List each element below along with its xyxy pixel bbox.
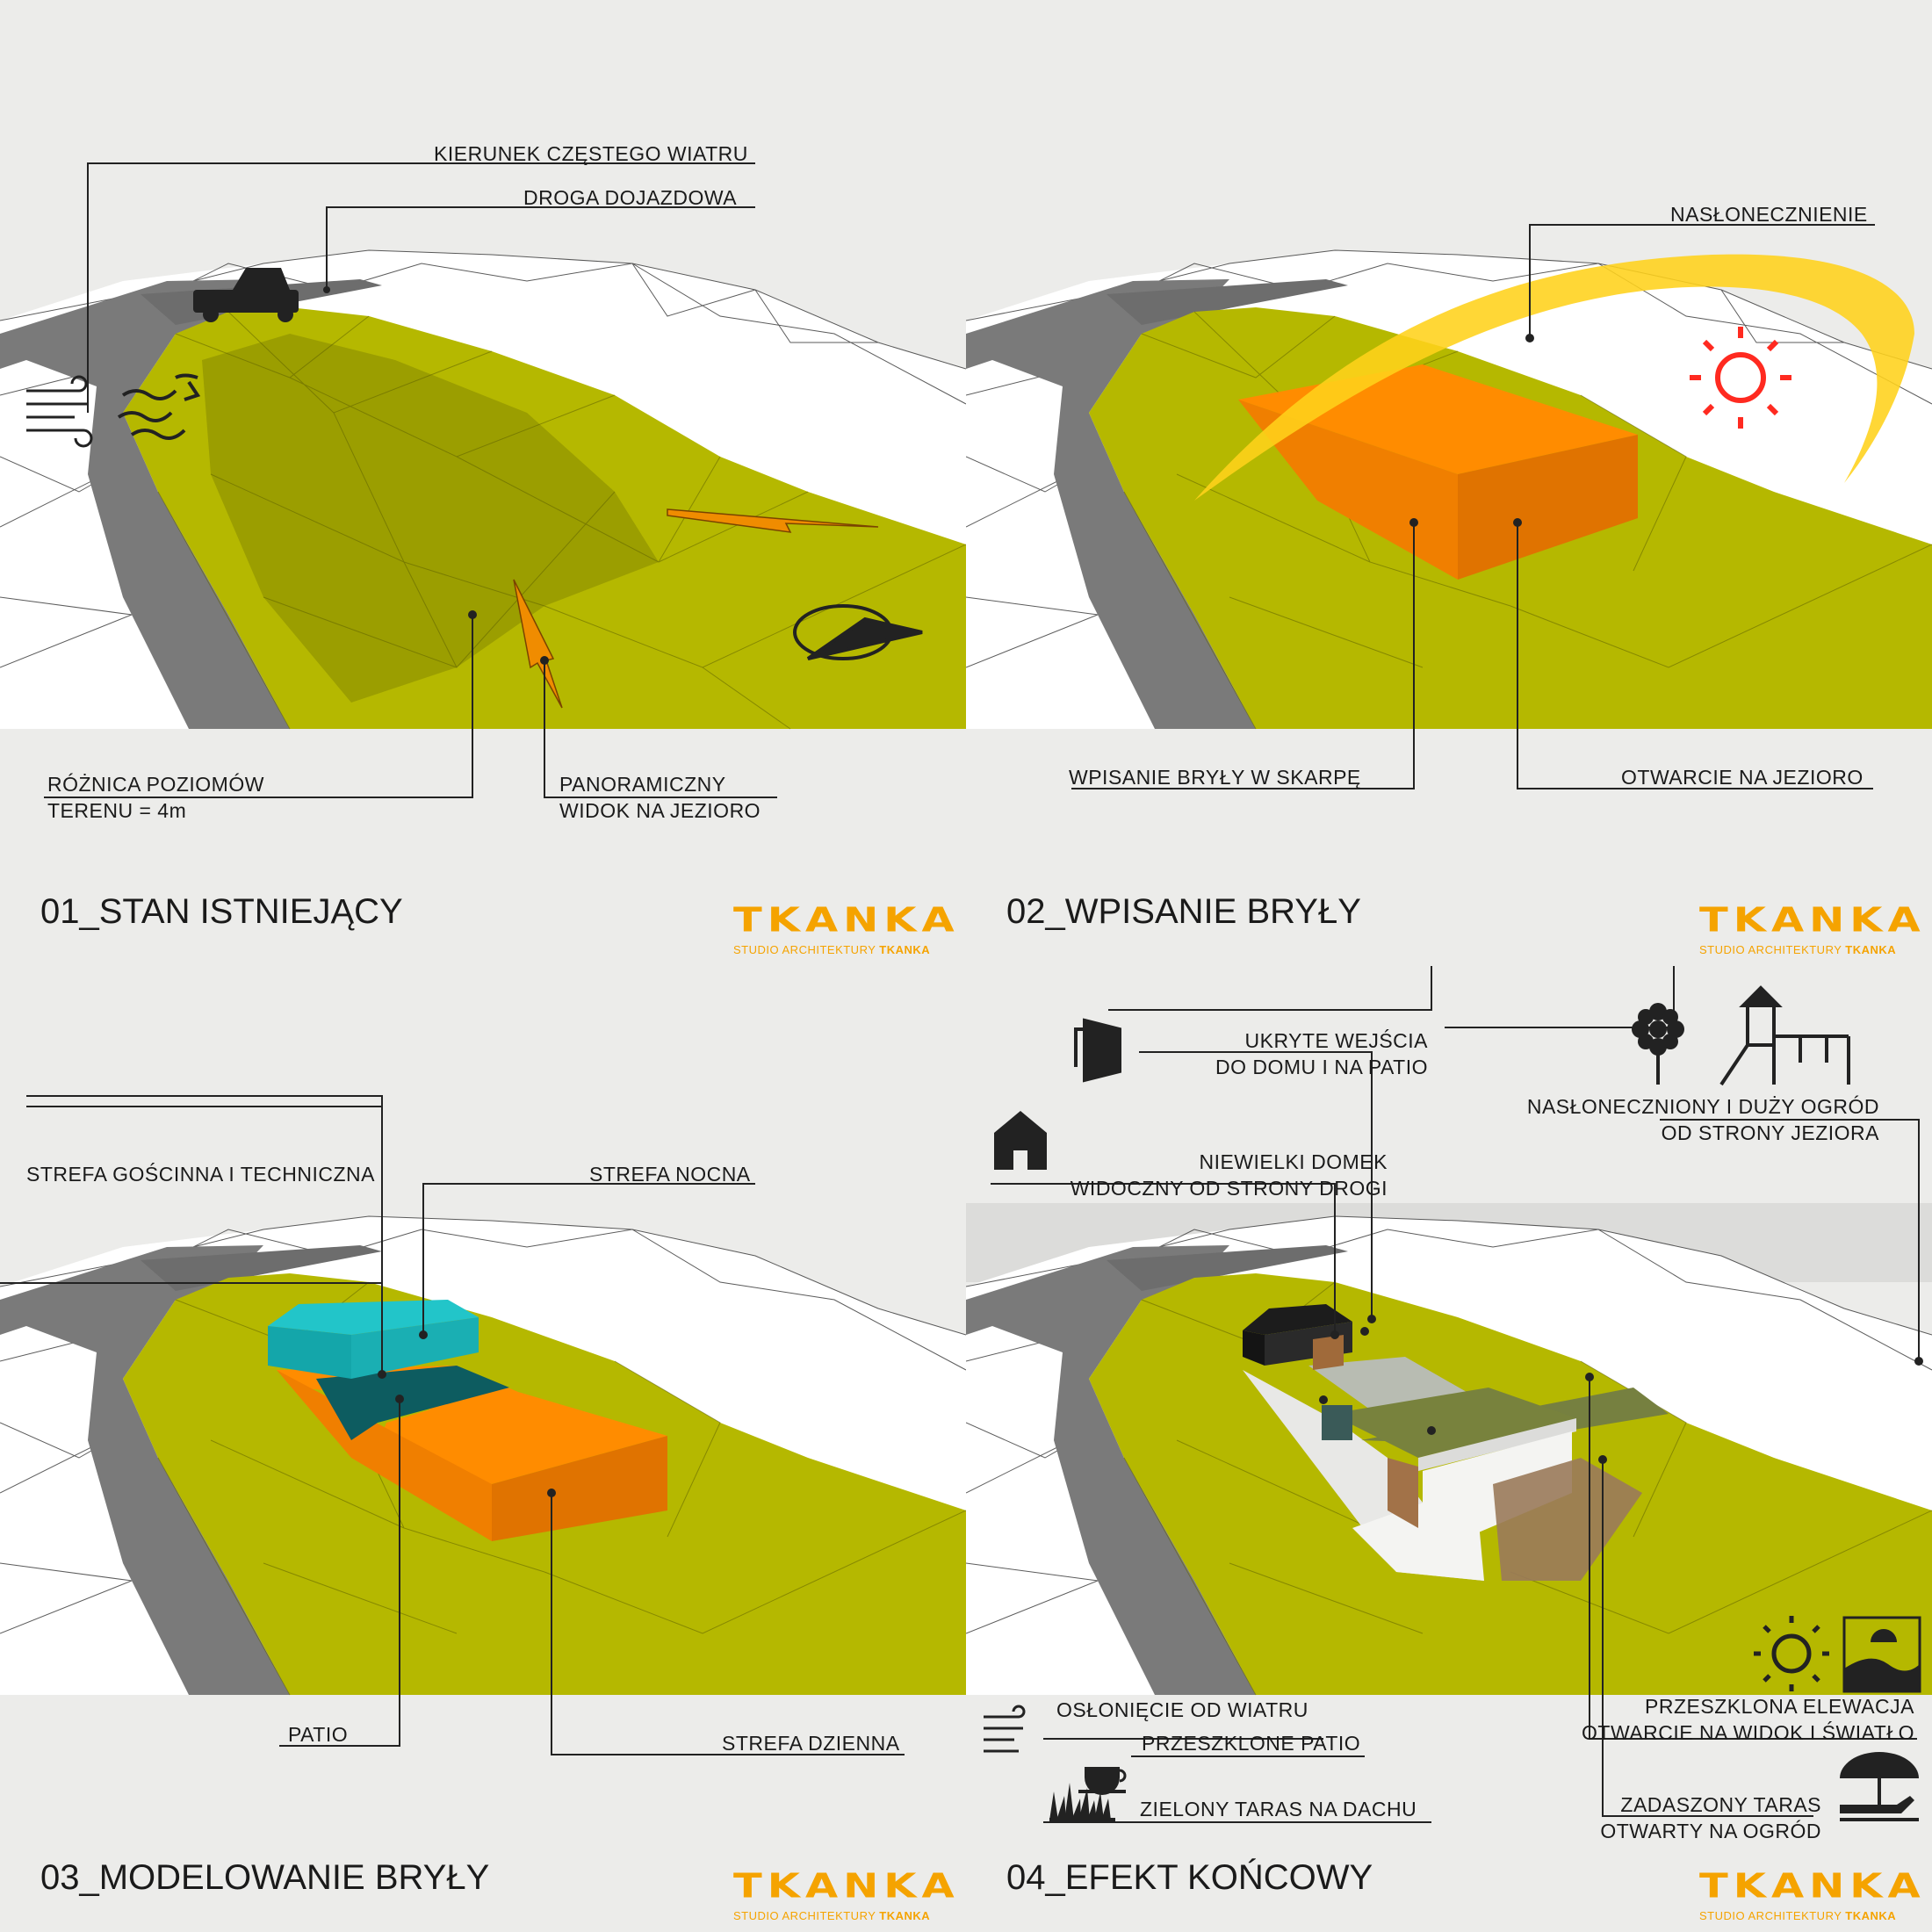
studio-logo: TKANKA STUDIO ARCHITEKTURY TKANKA	[1699, 900, 1926, 957]
cup-icon	[1078, 1767, 1127, 1795]
label-wind: KIERUNEK CZĘSTEGO WIATRU	[434, 142, 748, 165]
label-terrace-line2: OTWARTY NA OGRÓD	[1600, 1820, 1821, 1842]
logo-sub: STUDIO ARCHITEKTURY	[733, 943, 880, 956]
label-guest-zone: STREFA GOŚCINNA I TECHNICZNA	[26, 1163, 375, 1186]
label-entry-line1: UKRYTE WEJŚCIA	[1244, 1029, 1428, 1052]
house-icon	[994, 1111, 1047, 1170]
house-model	[1243, 1304, 1669, 1581]
label-wind-shelter: OSŁONIĘCIE OD WIATRU	[1056, 1698, 1308, 1721]
umbrella-lounger-icon	[1840, 1752, 1919, 1821]
logo-sub: STUDIO ARCHITEKTURY	[1699, 1909, 1846, 1922]
logo-sub: STUDIO ARCHITEKTURY	[1699, 943, 1846, 956]
landscape-icon	[1842, 1616, 1921, 1693]
label-night-zone: STREFA NOCNA	[589, 1163, 751, 1186]
wind-arrow-icon	[117, 373, 201, 440]
label-lake: OTWARCIE NA JEZIORO	[1621, 766, 1864, 789]
logo-sub-bold: TKANKA	[879, 943, 931, 956]
panel-fitting-volume: NASŁONECZNIENIE WPISANIE BRYŁY W SKARPĘ …	[966, 0, 1932, 966]
site-volume-diagram	[966, 224, 1932, 789]
label-small-house-line2: WIDOCZNY OD STRONY DROGI	[1070, 1177, 1388, 1200]
logo-mark: TKANKA	[733, 1866, 960, 1906]
label-patio: PATIO	[288, 1723, 349, 1746]
wind-icon	[26, 375, 93, 448]
label-garden-line1: NASŁONECZNIONY I DUŻY OGRÓD	[1526, 1095, 1879, 1118]
panel-title: 01_STAN ISTNIEJĄCY	[40, 892, 403, 931]
door-icon	[1074, 1018, 1121, 1083]
site-terrain-diagram	[0, 162, 966, 798]
label-level-line1: RÓŻNICA POZIOMÓW	[47, 773, 264, 796]
panel-title: 03_MODELOWANIE BRYŁY	[40, 1858, 490, 1897]
logo-sub: STUDIO ARCHITEKTURY	[733, 1909, 880, 1922]
label-entry-line2: DO DOMU I NA PATIO	[1215, 1056, 1428, 1078]
label-small-house-line1: NIEWIELKI DOMEK	[1199, 1150, 1388, 1173]
label-view-line1: PANORAMICZNY	[559, 773, 726, 796]
panel-title: 02_WPISANIE BRYŁY	[1006, 892, 1361, 931]
label-glazed-facade-line2: OTWARCIE NA WIDOK I ŚWIATŁO	[1582, 1721, 1914, 1744]
logo-sub-bold: TKANKA	[1845, 1909, 1897, 1922]
sun-icon	[1690, 327, 1791, 429]
grass-icon	[1049, 1783, 1115, 1821]
sun-path-arc	[1194, 254, 1914, 501]
logo-mark: TKANKA	[1699, 1866, 1926, 1906]
panel-final-effect: UKRYTE WEJŚCIA DO DOMU I NA PATIO NIEWIE…	[966, 966, 1932, 1932]
final-house-diagram	[966, 966, 1932, 1823]
wind-icon	[984, 1705, 1026, 1753]
label-view-line2: WIDOK NA JEZIORO	[559, 799, 761, 822]
night-zone-volume	[268, 1300, 479, 1379]
label-glazed-patio: PRZESZKLONE PATIO	[1142, 1732, 1361, 1755]
panel-modelling-volume: STREFA GOŚCINNA I TECHNICZNA STREFA NOCN…	[0, 966, 966, 1932]
label-level-line2: TERENU = 4m	[47, 799, 187, 822]
label-day-zone: STREFA DZIENNA	[722, 1732, 900, 1755]
compass-icon	[793, 604, 923, 660]
logo-mark: TKANKA	[733, 900, 960, 940]
panel-existing-state: KIERUNEK CZĘSTEGO WIATRU DROGA DOJAZDOWA…	[0, 0, 966, 966]
label-sun: NASŁONECZNIENIE	[1670, 203, 1868, 226]
logo-sub-bold: TKANKA	[1845, 943, 1897, 956]
label-garden-line2: OD STRONY JEZIORA	[1661, 1121, 1879, 1144]
label-fit: WPISANIE BRYŁY W SKARPĘ	[1069, 766, 1361, 789]
panel-title: 04_EFEKT KOŃCOWY	[1006, 1858, 1373, 1897]
logo-sub-bold: TKANKA	[879, 1909, 931, 1922]
zoning-volume-diagram	[0, 1095, 966, 1755]
sun-icon	[1754, 1616, 1829, 1691]
label-road: DROGA DOJAZDOWA	[523, 186, 738, 209]
label-glazed-facade-line1: PRZESZKLONA ELEWACJA	[1645, 1695, 1914, 1718]
flower-icon	[1632, 1003, 1684, 1085]
studio-logo: TKANKA STUDIO ARCHITEKTURY TKANKA	[1699, 1866, 1926, 1923]
studio-logo: TKANKA STUDIO ARCHITEKTURY TKANKA	[733, 900, 960, 957]
car-icon	[193, 268, 299, 322]
playground-icon	[1719, 985, 1850, 1086]
label-terrace-line1: ZADASZONY TARAS	[1620, 1793, 1821, 1816]
logo-mark: TKANKA	[1699, 900, 1926, 940]
label-green-roof: ZIELONY TARAS NA DACHU	[1140, 1798, 1417, 1820]
studio-logo: TKANKA STUDIO ARCHITEKTURY TKANKA	[733, 1866, 960, 1923]
view-arrow-icon	[513, 508, 879, 709]
